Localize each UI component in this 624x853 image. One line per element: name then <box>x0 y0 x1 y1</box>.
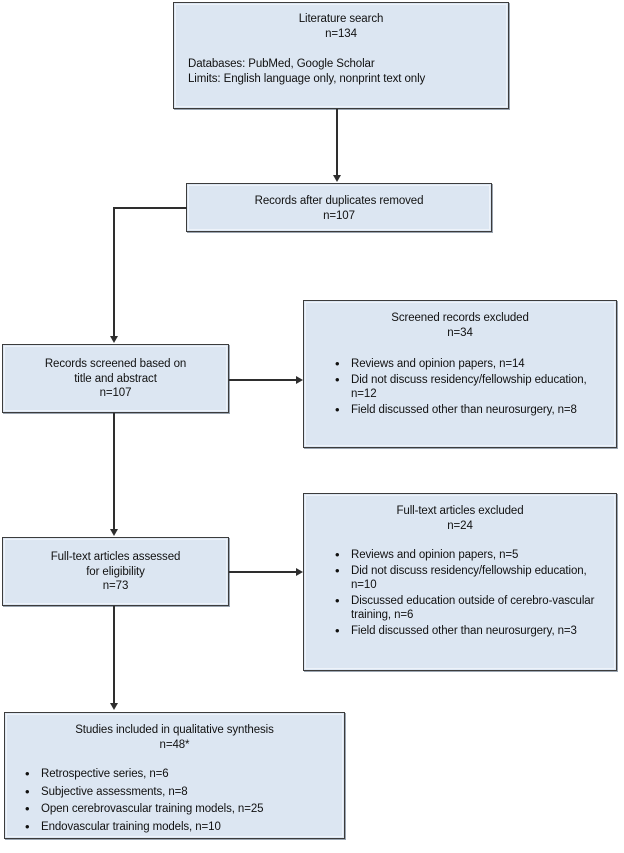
box-fulltext-articles-excluded: Full-text articles excluded n=24 • Review… <box>303 493 617 671</box>
list-item: • Open cerebrovascular training models, n… <box>25 801 336 817</box>
list-item-label: Retrospective series, n=6 <box>41 768 169 780</box>
bullet-icon: • <box>335 592 340 608</box>
fulltext-assessed-title: Full-text articles assessed for eligibil… <box>50 551 181 592</box>
arrowhead-fulltext-assessed-top <box>110 529 118 536</box>
studies-included-category-list: • Retrospective series, n=6 • Subjective a… <box>25 766 336 835</box>
bullet-icon: • <box>25 818 30 834</box>
list-item-label: Field discussed other than neurosurgery,… <box>351 403 577 416</box>
list-item-label: Field discussed other than neurosurgery,… <box>351 624 577 637</box>
literature-search-limits-line: Limits: English language only, nonprint … <box>188 72 426 85</box>
bullet-icon: • <box>335 562 340 578</box>
list-item: • Field discussed other than neurosurgery… <box>335 402 606 418</box>
list-item: • Retrospective series, n=6 <box>25 766 336 782</box>
connector-dedup-to-screened-vertical <box>113 207 115 337</box>
connector-fulltext-to-excluded <box>229 571 297 573</box>
records-screened-title: Records screened based on title and abst… <box>44 358 187 399</box>
arrowhead-fulltext-excluded-left <box>296 568 303 576</box>
list-item: • Endovascular training models, n=10 <box>25 819 336 835</box>
connector-screened-to-excluded <box>229 379 297 381</box>
connector-fulltext-to-included <box>113 606 115 703</box>
arrowhead-studies-included-top <box>110 703 118 710</box>
bullet-icon: • <box>25 783 30 799</box>
list-item-label: Reviews and opinion papers, n=5 <box>351 549 519 561</box>
fulltext-excluded-reason-list: • Reviews and opinion papers, n=5 • Did no… <box>335 547 606 639</box>
screened-excluded-reason-list: • Reviews and opinion papers, n=14 • Did n… <box>335 356 606 418</box>
connector-literature-to-dedup <box>336 109 338 176</box>
list-item-label: Reviews and opinion papers, n=14 <box>351 358 525 370</box>
list-item: • Subjective assessments, n=8 <box>25 784 336 800</box>
bullet-icon: • <box>25 801 30 816</box>
connector-dedup-left-horizontal <box>113 207 187 209</box>
arrowhead-dedup-top <box>333 175 341 182</box>
list-item-label: Did not discuss residency/fellowship edu… <box>351 564 587 592</box>
list-item: • Discussed education outside of cerebro-… <box>335 593 606 623</box>
bullet-icon: • <box>335 401 340 417</box>
list-item: • Did not discuss residency/fellowship ed… <box>335 563 606 593</box>
list-item: • Field discussed other than neurosurgery… <box>335 623 606 639</box>
box-screened-records-excluded: Screened records excluded n=34 • Reviews … <box>303 300 617 448</box>
records-dedup-title: Records after duplicates removed n=107 <box>254 195 424 222</box>
box-records-screened: Records screened based on title and abst… <box>2 344 229 413</box>
box-literature-search: Literature search n=134 Databases: PubMe… <box>173 2 509 109</box>
connector-screened-to-fulltext <box>113 413 115 529</box>
list-item: • Reviews and opinion papers, n=14 <box>335 356 606 372</box>
bullet-icon: • <box>335 622 340 638</box>
bullet-icon: • <box>335 356 340 371</box>
list-item-label: Subjective assessments, n=8 <box>41 785 188 798</box>
list-item-label: Discussed education outside of cerebro-v… <box>351 594 595 622</box>
literature-search-details: Databases: PubMed, Google Scholar Limits… <box>174 57 508 86</box>
box-studies-included-qualitative-synthesis: Studies included in qualitative synthesi… <box>4 712 345 839</box>
literature-search-databases-line: Databases: PubMed, Google Scholar <box>188 58 375 70</box>
bullet-icon: • <box>335 371 340 387</box>
bullet-icon: • <box>25 766 30 781</box>
list-item: • Did not discuss residency/fellowship ed… <box>335 372 606 402</box>
list-item-label: Open cerebrovascular training models, n=… <box>41 803 264 815</box>
arrowhead-screened-excluded-left <box>296 376 303 384</box>
screened-excluded-title: Screened records excluded n=34 <box>391 312 529 339</box>
list-item-label: Did not discuss residency/fellowship edu… <box>351 373 587 401</box>
arrowhead-records-screened-top <box>110 336 118 343</box>
studies-included-title: Studies included in qualitative synthesi… <box>75 724 274 751</box>
box-fulltext-articles-assessed: Full-text articles assessed for eligibil… <box>2 537 229 606</box>
box-records-after-duplicates-removed: Records after duplicates removed n=107 <box>186 183 492 232</box>
list-item-label: Endovascular training models, n=10 <box>41 820 221 833</box>
fulltext-excluded-title: Full-text articles excluded n=24 <box>396 505 524 532</box>
literature-search-title: Literature search n=134 <box>298 13 384 40</box>
bullet-icon: • <box>335 547 340 562</box>
list-item: • Reviews and opinion papers, n=5 <box>335 547 606 563</box>
